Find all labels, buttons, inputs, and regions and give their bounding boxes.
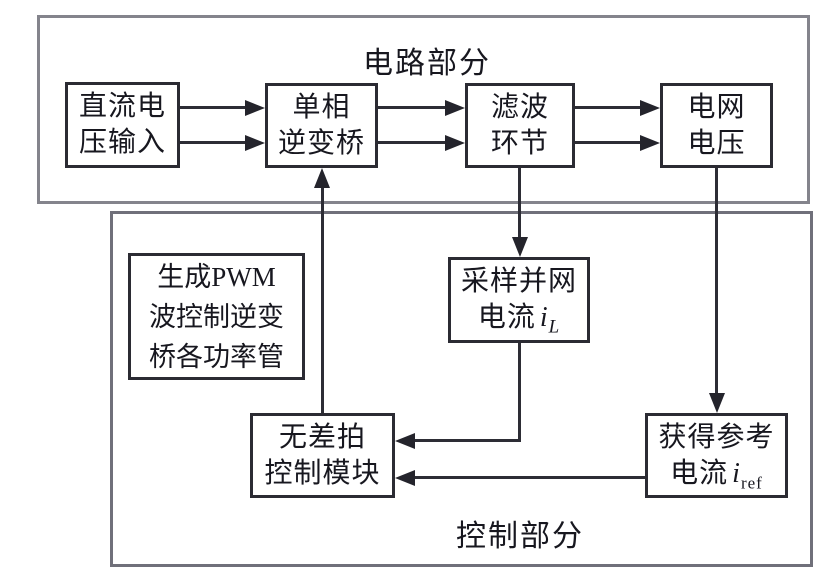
- arrowhead-right-icon: [640, 135, 660, 151]
- block-text-line: 生成PWM: [157, 261, 276, 292]
- block-text-line: 电网: [687, 91, 746, 123]
- block-text-line: 采样并网: [460, 266, 577, 297]
- connector-dc-to-inverter-bottom: [180, 141, 246, 144]
- formula-prefix: 电流: [477, 302, 536, 333]
- block-deadbeat-control-module: 无差拍 控制模块: [250, 413, 395, 498]
- formula-prefix: 电流: [670, 457, 729, 489]
- connector-filter-to-grid-bottom: [575, 141, 641, 144]
- connector-grid-to-reference: [715, 168, 718, 396]
- block-text-line: 逆变桥: [277, 127, 365, 159]
- block-grid-voltage: 电网 电压: [660, 83, 773, 168]
- block-text-line: 单相: [292, 91, 351, 123]
- connector-inverter-to-filter-top: [378, 106, 446, 109]
- connector-dc-to-inverter-top: [180, 106, 246, 109]
- arrowhead-right-icon: [245, 100, 265, 116]
- arrowhead-right-icon: [445, 135, 465, 151]
- circuit-section-box: [37, 15, 810, 204]
- connector-sample-elbow-vertical: [518, 343, 521, 442]
- block-text-line: 桥各功率管: [149, 341, 284, 372]
- block-single-phase-inverter-bridge: 单相 逆变桥: [265, 83, 378, 168]
- connector-reference-to-deadbeat: [415, 476, 645, 479]
- control-section-box: [110, 211, 813, 567]
- block-pwm-generation-note: 生成PWM 波控制逆变 桥各功率管: [128, 253, 305, 380]
- current-subscript: L: [548, 316, 561, 338]
- block-text-line: 波控制逆变: [149, 301, 284, 332]
- circuit-section-label: 电路部分: [363, 47, 491, 80]
- arrowhead-up-icon: [314, 168, 330, 188]
- connector-filter-to-grid-top: [575, 106, 641, 109]
- block-text-line: 获得参考: [658, 421, 775, 453]
- block-text-line: 压输入: [78, 127, 166, 158]
- block-text-line: 无差拍: [278, 421, 366, 453]
- arrowhead-right-icon: [445, 100, 465, 116]
- arrowhead-right-icon: [245, 135, 265, 151]
- current-variable: i: [539, 302, 549, 333]
- block-text-line: 控制模块: [264, 457, 381, 489]
- block-filter-stage: 滤波 环节: [465, 83, 575, 168]
- arrowhead-down-icon: [709, 393, 725, 413]
- arrowhead-left-icon: [395, 470, 415, 486]
- current-variable: i: [732, 457, 741, 489]
- control-section-label: 控制部分: [456, 520, 584, 553]
- block-text-line: 环节: [490, 127, 549, 159]
- arrowhead-left-icon: [395, 433, 415, 449]
- connector-deadbeat-to-inverter: [321, 186, 324, 413]
- connector-inverter-to-filter-bottom: [378, 141, 446, 144]
- current-subscript: ref: [740, 473, 763, 493]
- arrowhead-right-icon: [640, 100, 660, 116]
- arrowhead-down-icon: [512, 237, 528, 257]
- block-text-line: 滤波: [490, 91, 549, 123]
- connector-filter-to-sample: [518, 168, 521, 240]
- block-dc-voltage-input: 直流电 压输入: [65, 82, 180, 168]
- block-text-line: 电压: [687, 127, 746, 159]
- connector-sample-to-deadbeat: [415, 439, 521, 442]
- block-text-line: 直流电: [78, 91, 166, 122]
